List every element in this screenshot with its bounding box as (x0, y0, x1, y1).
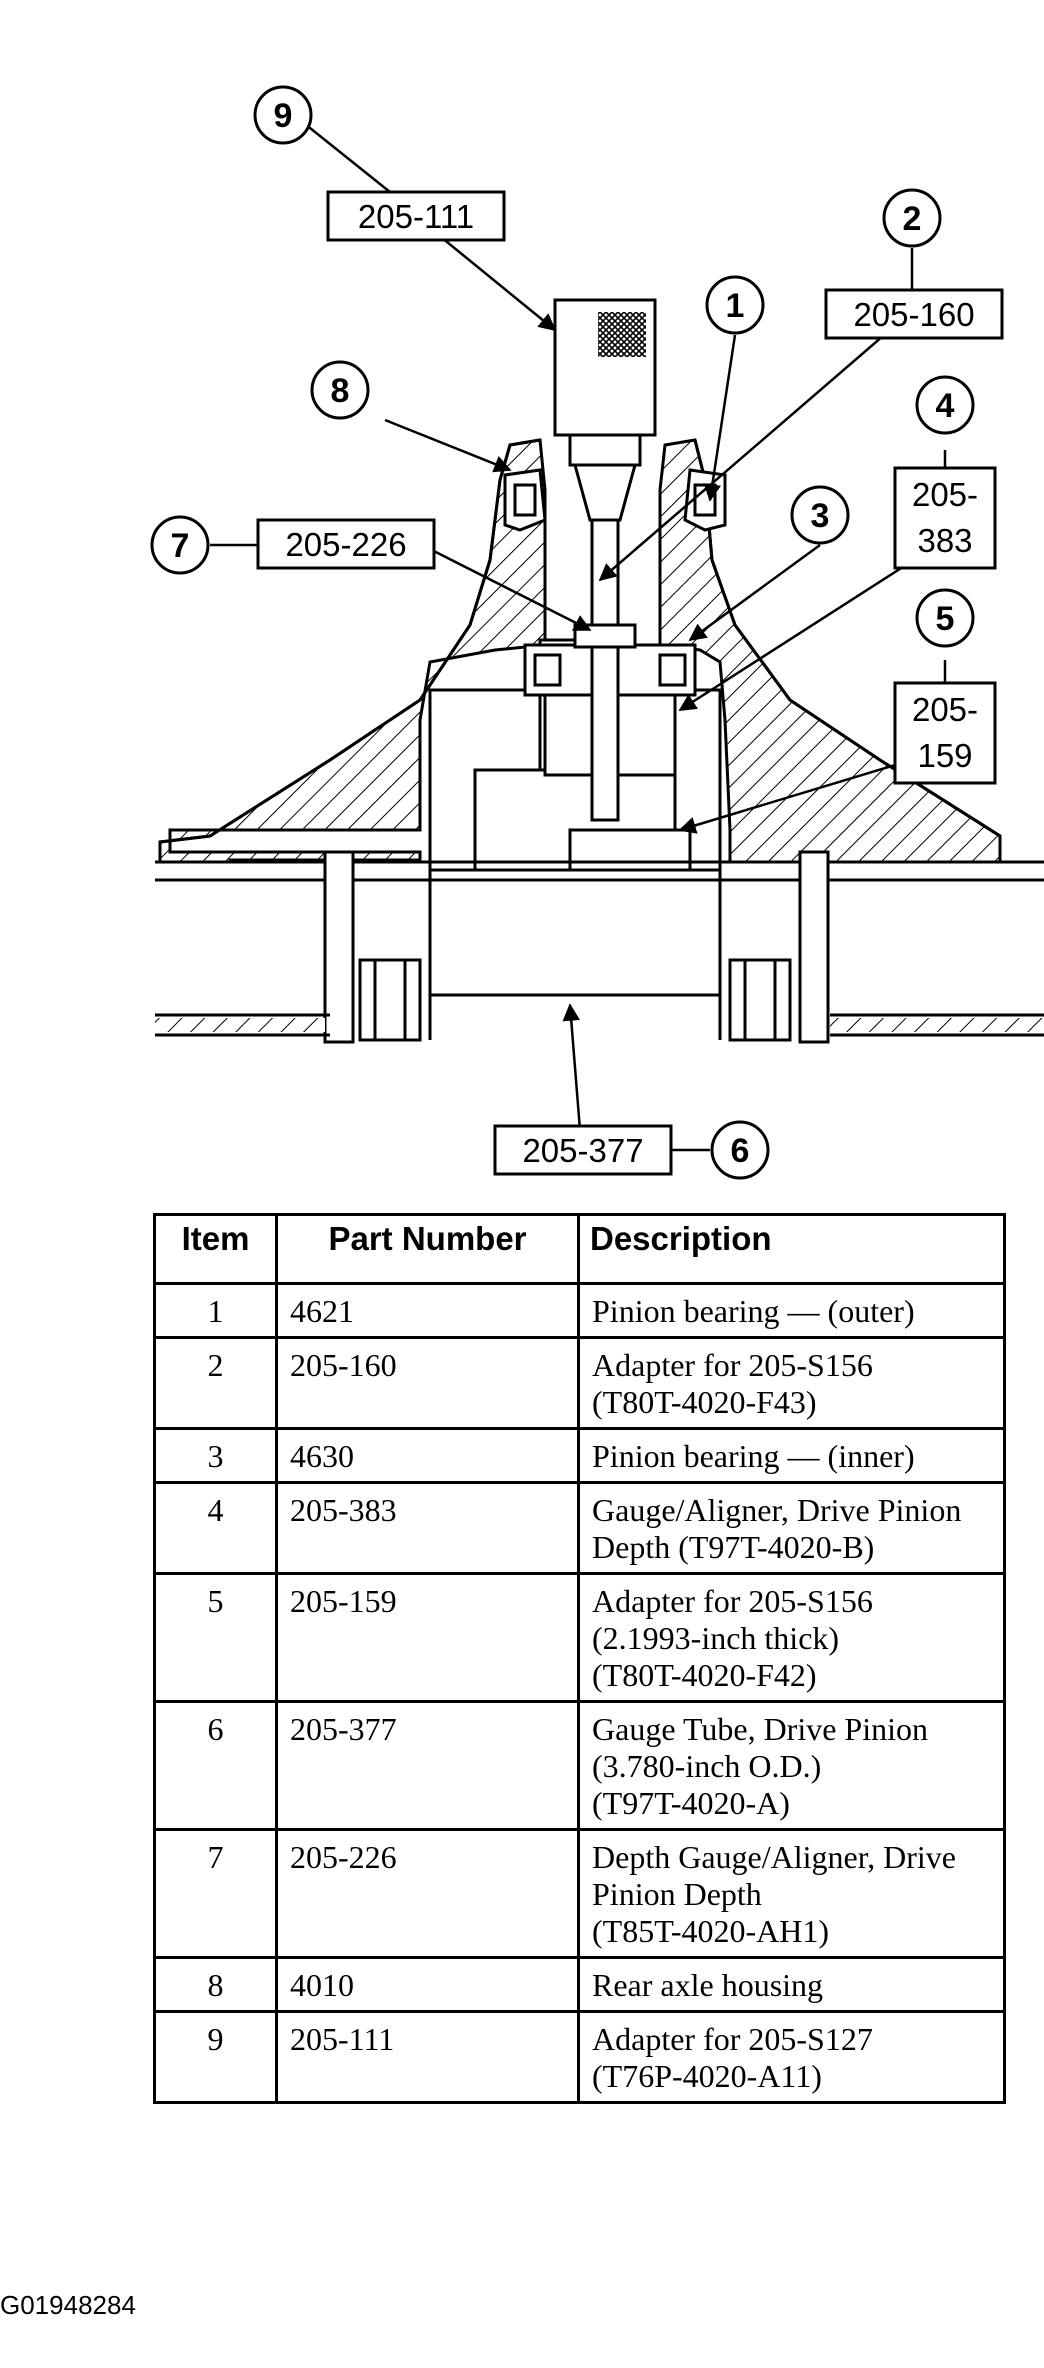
cell-item: 8 (153, 1956, 278, 2013)
cell-description: Pinion bearing — (outer) (577, 1282, 1006, 1339)
description-line: Adapter for 205-S127 (592, 2021, 873, 2057)
cell-part-number: 205-226 (275, 1828, 580, 1959)
description-line: Pinion bearing — (inner) (592, 1438, 915, 1474)
cell-part-number: 205-159 (275, 1572, 580, 1703)
cell-part-number: 205-111 (275, 2010, 580, 2104)
description-line: (T80T-4020-F42) (592, 1657, 817, 1693)
svg-text:205-226: 205-226 (285, 526, 406, 563)
svg-text:159: 159 (917, 737, 972, 774)
part-box-205-160: 205-160 (824, 288, 1004, 340)
description-line: Pinion bearing — (outer) (592, 1293, 915, 1329)
cell-part-number: 4010 (275, 1956, 580, 2013)
description-line: Adapter for 205-S156 (592, 1583, 873, 1619)
cell-description: Rear axle housing (577, 1956, 1006, 2013)
callout-1: 1 (705, 275, 765, 335)
cell-item: 9 (153, 2010, 278, 2104)
description-line: Rear axle housing (592, 1967, 824, 2003)
svg-text:3: 3 (811, 497, 830, 535)
cell-item: 2 (153, 1336, 278, 1430)
part-box-205-377: 205-377 (493, 1124, 673, 1176)
callout-9: 9 (253, 85, 313, 145)
svg-text:9: 9 (274, 97, 293, 135)
cell-item: 3 (153, 1427, 278, 1484)
cell-description: Pinion bearing — (inner) (577, 1427, 1006, 1484)
cell-description: Gauge Tube, Drive Pinion(3.780-inch O.D.… (577, 1700, 1006, 1831)
svg-text:5: 5 (936, 600, 955, 638)
description-line: (2.1993-inch thick) (592, 1620, 840, 1656)
figure-id: G01948284 (0, 2290, 136, 2320)
cell-item: 6 (153, 1700, 278, 1831)
callout-7: 7 (150, 515, 210, 575)
header-part-number: Part Number (275, 1213, 580, 1285)
cell-item: 5 (153, 1572, 278, 1703)
description-line: (3.780-inch O.D.) (592, 1748, 822, 1784)
callout-3: 3 (790, 485, 850, 545)
description-line: Pinion Depth (592, 1876, 762, 1912)
callout-2: 2 (882, 188, 942, 248)
part-box-205-383: 205- 383 (893, 466, 997, 570)
description-line: Depth (T97T-4020-B) (592, 1529, 875, 1565)
cell-part-number: 205-383 (275, 1481, 580, 1575)
callout-6: 6 (710, 1120, 770, 1180)
svg-text:4: 4 (936, 387, 955, 425)
svg-text:205-: 205- (912, 691, 978, 728)
svg-text:6: 6 (731, 1132, 750, 1170)
svg-text:383: 383 (917, 522, 972, 559)
pinion-depth-diagram: 9 2 1 8 4 7 3 5 6 205-111 205-160 (150, 85, 1044, 1180)
description-line: (T76P-4020-A11) (592, 2058, 822, 2094)
part-box-205-226: 205-226 (256, 518, 436, 570)
cell-part-number: 4621 (275, 1282, 580, 1339)
description-line: Depth Gauge/Aligner, Drive (592, 1839, 956, 1875)
description-line: (T80T-4020-F43) (592, 1384, 817, 1420)
knurled-cap (598, 312, 646, 357)
gauge-tube (155, 850, 1044, 1044)
cell-description: Adapter for 205-S127(T76P-4020-A11) (577, 2010, 1006, 2104)
cell-part-number: 205-377 (275, 1700, 580, 1831)
svg-text:2: 2 (903, 200, 922, 238)
callout-8: 8 (310, 360, 370, 420)
part-box-205-111: 205-111 (326, 190, 506, 242)
cell-item: 7 (153, 1828, 278, 1959)
svg-text:1: 1 (726, 287, 745, 325)
svg-text:205-: 205- (912, 476, 978, 513)
svg-text:205-111: 205-111 (358, 198, 474, 235)
cell-part-number: 4630 (275, 1427, 580, 1484)
table-header-row: Item Part Number Description (153, 1213, 1006, 1285)
callout-5: 5 (915, 588, 975, 648)
svg-text:205-160: 205-160 (853, 296, 974, 333)
svg-text:7: 7 (171, 527, 190, 565)
header-description: Description (577, 1213, 1006, 1285)
cell-part-number: 205-160 (275, 1336, 580, 1430)
description-line: Adapter for 205-S156 (592, 1347, 873, 1383)
cell-description: Adapter for 205-S156(T80T-4020-F43) (577, 1336, 1006, 1430)
cell-item: 1 (153, 1282, 278, 1339)
description-line: (T85T-4020-AH1) (592, 1913, 829, 1949)
description-line: Gauge/Aligner, Drive Pinion (592, 1492, 962, 1528)
callout-4: 4 (915, 375, 975, 435)
header-item: Item (153, 1213, 278, 1285)
cell-item: 4 (153, 1481, 278, 1575)
svg-text:205-377: 205-377 (522, 1132, 643, 1169)
cell-description: Adapter for 205-S156(2.1993-inch thick)(… (577, 1572, 1006, 1703)
part-box-205-159: 205- 159 (893, 681, 997, 785)
description-line: Gauge Tube, Drive Pinion (592, 1711, 928, 1747)
svg-text:8: 8 (331, 372, 350, 410)
description-line: (T97T-4020-A) (592, 1785, 790, 1821)
